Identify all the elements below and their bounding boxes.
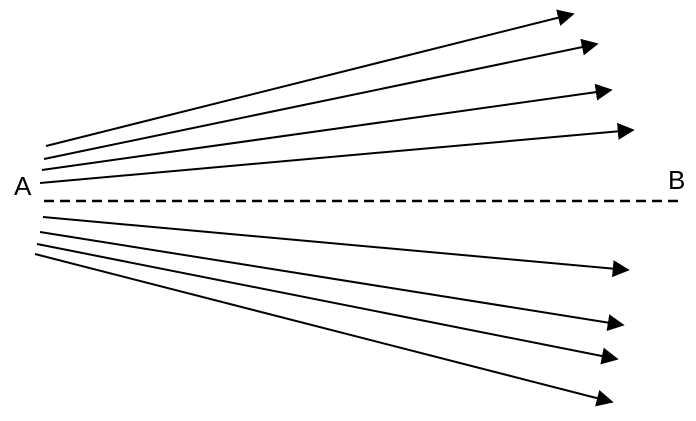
ray-upper-3 [41,83,613,171]
ray-lower-2 [39,231,625,331]
ray-upper-4 [39,122,635,184]
point-b-label: B [668,165,685,195]
ray-lower-4 [34,253,614,407]
point-a-label: A [14,171,32,201]
ray-lower-1 [42,216,630,278]
ray-upper-1 [45,9,575,147]
ray-lower-3 [36,243,619,365]
ray-upper-2 [43,38,599,160]
